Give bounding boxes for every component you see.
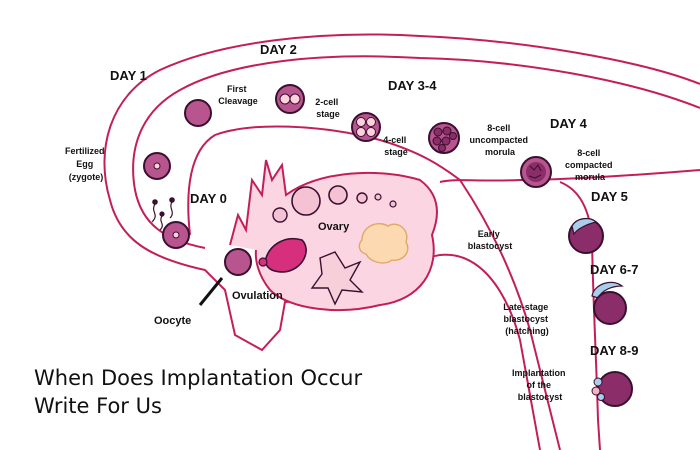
follicle-3: [356, 192, 368, 204]
two-cell-embryo: [275, 84, 305, 114]
day1-cell: [184, 99, 212, 127]
label-fertilized-egg: Fertilized Egg (zygote): [65, 146, 107, 182]
label-early-blastocyst: Early blastocyst: [468, 229, 513, 251]
label-two-cell: 2-cell stage: [315, 97, 341, 119]
corpus-luteum: [358, 222, 409, 264]
follicle-4: [374, 193, 382, 201]
label-ovulation: Ovulation: [232, 290, 283, 302]
uterine-passage-outer: [439, 169, 700, 183]
label-day1: DAY 1: [110, 68, 147, 83]
label-implantation: Implantation of the blastocyst: [512, 368, 568, 402]
early-blastocyst: [568, 217, 604, 254]
hatching-blastocyst: [591, 281, 627, 325]
label-oocyte: Oocyte: [154, 315, 191, 327]
follicle-6: [272, 207, 288, 223]
sperm-group: [151, 197, 175, 231]
label-first-cleavage: First Cleavage: [218, 84, 258, 106]
compacted-morula: [520, 156, 552, 188]
zygote-nucleus: [153, 162, 161, 170]
implanting-blastocyst: [591, 371, 633, 407]
four-cell-embryo: [351, 112, 381, 142]
label-day0: DAY 0: [190, 191, 227, 206]
ovulated-spot: [258, 257, 268, 267]
label-day34: DAY 3-4: [388, 78, 437, 93]
oocyte-pointer: [198, 277, 224, 306]
follicle-2: [328, 185, 348, 205]
label-uncompacted-morula: 8-cell uncompacted morula: [469, 123, 530, 157]
fertilizing-nucleus: [172, 231, 180, 239]
label-four-cell: 4-cell stage: [383, 135, 409, 157]
corpus-albicans: [310, 251, 364, 306]
tube-inner-wall: [132, 55, 700, 249]
label-ovary: Ovary: [318, 221, 350, 233]
ruptured-follicle: [264, 238, 307, 273]
label-late-blastocyst: Late-stage blastocyst (hatching): [503, 302, 551, 336]
label-day4: DAY 4: [550, 116, 588, 131]
uncompacted-morula: [428, 122, 460, 154]
uterine-passage-inner: [187, 125, 561, 450]
follicle-5: [389, 200, 397, 208]
label-day2: DAY 2: [260, 42, 297, 57]
caption-line-1: When Does Implantation Occur: [34, 366, 363, 390]
label-compacted-morula: 8-cell compacted morula: [565, 148, 615, 182]
follicle-1: [291, 186, 321, 216]
label-day89: DAY 8-9: [590, 343, 638, 358]
label-day5: DAY 5: [591, 189, 628, 204]
oocyte-cell: [224, 248, 252, 276]
label-day67: DAY 6-7: [590, 262, 638, 277]
caption-line-2: Write For Us: [34, 394, 162, 418]
